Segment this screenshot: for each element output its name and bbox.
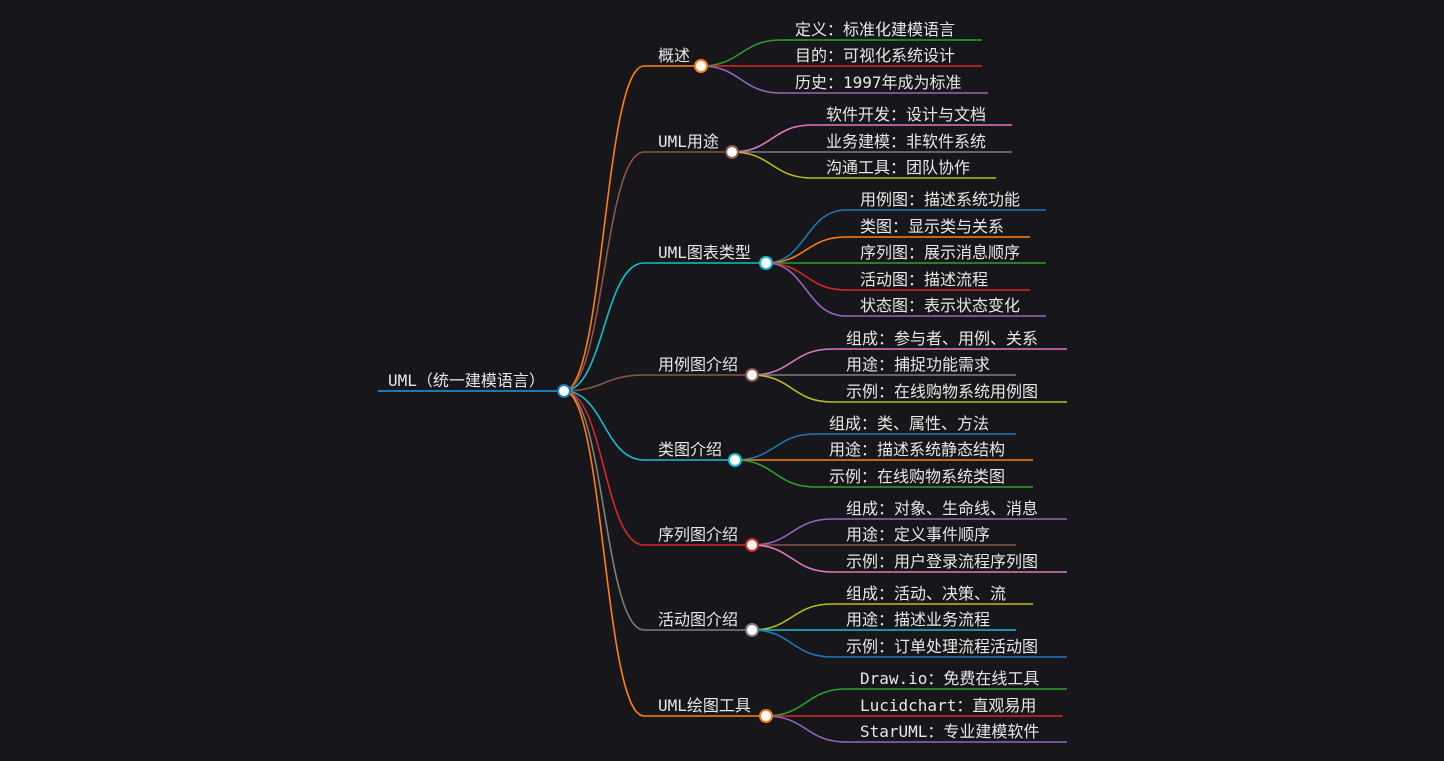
branch-collapse-toggle[interactable] bbox=[745, 623, 759, 637]
branch-node-label[interactable]: 用例图介绍 bbox=[658, 355, 738, 374]
leaf-node-label[interactable]: 用途：定义事件顺序 bbox=[846, 525, 990, 544]
leaf-node-label[interactable]: 示例：用户登录流程序列图 bbox=[846, 552, 1038, 571]
root-collapse-toggle[interactable] bbox=[557, 384, 571, 398]
leaf-node-label[interactable]: 类图：显示类与关系 bbox=[860, 217, 1004, 236]
edge-branch-to-leaf bbox=[700, 39, 782, 67]
leaf-node-label[interactable]: 序列图：展示消息顺序 bbox=[860, 243, 1020, 262]
branch-collapse-toggle[interactable] bbox=[759, 256, 773, 270]
edge-branch-to-leaf bbox=[731, 124, 813, 153]
leaf-node-label[interactable]: 用途：捕捉功能需求 bbox=[846, 355, 990, 374]
leaf-node-label[interactable]: 组成：参与者、用例、关系 bbox=[846, 329, 1038, 348]
branch-node-label[interactable]: 类图介绍 bbox=[658, 440, 722, 459]
edge-root-to-branch bbox=[563, 374, 645, 392]
leaf-node-label[interactable]: 组成：对象、生命线、消息 bbox=[846, 499, 1038, 518]
leaf-node-label[interactable]: Draw.io：免费在线工具 bbox=[860, 669, 1039, 688]
edge-branch-to-leaf bbox=[700, 65, 782, 94]
edge-branch-to-leaf bbox=[751, 374, 833, 403]
leaf-node-label[interactable]: 用例图：描述系统功能 bbox=[860, 190, 1020, 209]
edge-branch-to-leaf bbox=[751, 518, 833, 546]
edge-root-to-branch bbox=[563, 262, 645, 392]
edge-branch-to-leaf bbox=[765, 209, 847, 264]
root-node-label[interactable]: UML（统一建模语言） bbox=[388, 371, 545, 390]
edge-root-to-branch bbox=[563, 390, 645, 717]
edge-branch-to-leaf bbox=[765, 262, 847, 317]
leaf-node-label[interactable]: 状态图：表示状态变化 bbox=[860, 296, 1020, 315]
leaf-node-label[interactable]: 示例：订单处理流程活动图 bbox=[846, 637, 1038, 656]
edges-layer bbox=[378, 39, 1067, 743]
leaf-node-label[interactable]: 沟通工具：团队协作 bbox=[826, 158, 970, 177]
leaf-node-label[interactable]: 组成：活动、决策、流 bbox=[846, 584, 1006, 603]
leaf-node-label[interactable]: 用途：描述系统静态结构 bbox=[829, 440, 1005, 459]
branch-collapse-toggle[interactable] bbox=[728, 453, 742, 467]
branch-node-label[interactable]: UML用途 bbox=[658, 132, 719, 151]
branch-collapse-toggle[interactable] bbox=[725, 145, 739, 159]
edge-branch-to-leaf bbox=[751, 544, 833, 573]
edge-branch-to-leaf bbox=[765, 262, 847, 291]
edge-branch-to-leaf bbox=[765, 688, 847, 717]
edge-branch-to-leaf bbox=[765, 715, 847, 743]
leaf-node-label[interactable]: Lucidchart：直观易用 bbox=[860, 696, 1036, 715]
leaf-node-label[interactable]: 定义：标准化建模语言 bbox=[795, 20, 955, 39]
branch-collapse-toggle[interactable] bbox=[745, 538, 759, 552]
leaf-node-label[interactable]: 示例：在线购物系统类图 bbox=[829, 467, 1005, 486]
edge-branch-to-leaf bbox=[731, 151, 813, 179]
leaf-node-label[interactable]: StarUML：专业建模软件 bbox=[860, 722, 1039, 741]
branch-node-label[interactable]: UML图表类型 bbox=[658, 243, 751, 262]
leaf-node-label[interactable]: 活动图：描述流程 bbox=[860, 270, 988, 289]
edge-branch-to-leaf bbox=[751, 348, 833, 376]
edge-branch-to-leaf bbox=[734, 459, 816, 488]
edge-branch-to-leaf bbox=[751, 603, 833, 631]
edge-root-to-branch bbox=[563, 65, 645, 392]
edge-root-to-branch bbox=[563, 151, 645, 392]
branch-node-label[interactable]: 序列图介绍 bbox=[658, 525, 738, 544]
leaf-node-label[interactable]: 组成：类、属性、方法 bbox=[829, 414, 989, 433]
branch-collapse-toggle[interactable] bbox=[759, 709, 773, 723]
leaf-node-label[interactable]: 用途：描述业务流程 bbox=[846, 610, 990, 629]
branch-node-label[interactable]: UML绘图工具 bbox=[658, 696, 751, 715]
leaf-node-label[interactable]: 目的：可视化系统设计 bbox=[795, 46, 955, 65]
edge-branch-to-leaf bbox=[765, 236, 847, 264]
edge-root-to-branch bbox=[563, 390, 645, 631]
edge-branch-to-leaf bbox=[751, 629, 833, 658]
branch-collapse-toggle[interactable] bbox=[745, 368, 759, 382]
leaf-node-label[interactable]: 示例：在线购物系统用例图 bbox=[846, 382, 1038, 401]
edge-root-to-branch bbox=[563, 390, 645, 461]
branch-collapse-toggle[interactable] bbox=[694, 59, 708, 73]
leaf-node-label[interactable]: 业务建模：非软件系统 bbox=[826, 132, 986, 151]
edge-branch-to-leaf bbox=[734, 433, 816, 461]
leaf-node-label[interactable]: 历史：1997年成为标准 bbox=[795, 73, 962, 92]
edge-root-to-branch bbox=[563, 390, 645, 546]
branch-node-label[interactable]: 概述 bbox=[658, 46, 690, 65]
leaf-node-label[interactable]: 软件开发：设计与文档 bbox=[826, 105, 986, 124]
branch-node-label[interactable]: 活动图介绍 bbox=[658, 610, 738, 629]
